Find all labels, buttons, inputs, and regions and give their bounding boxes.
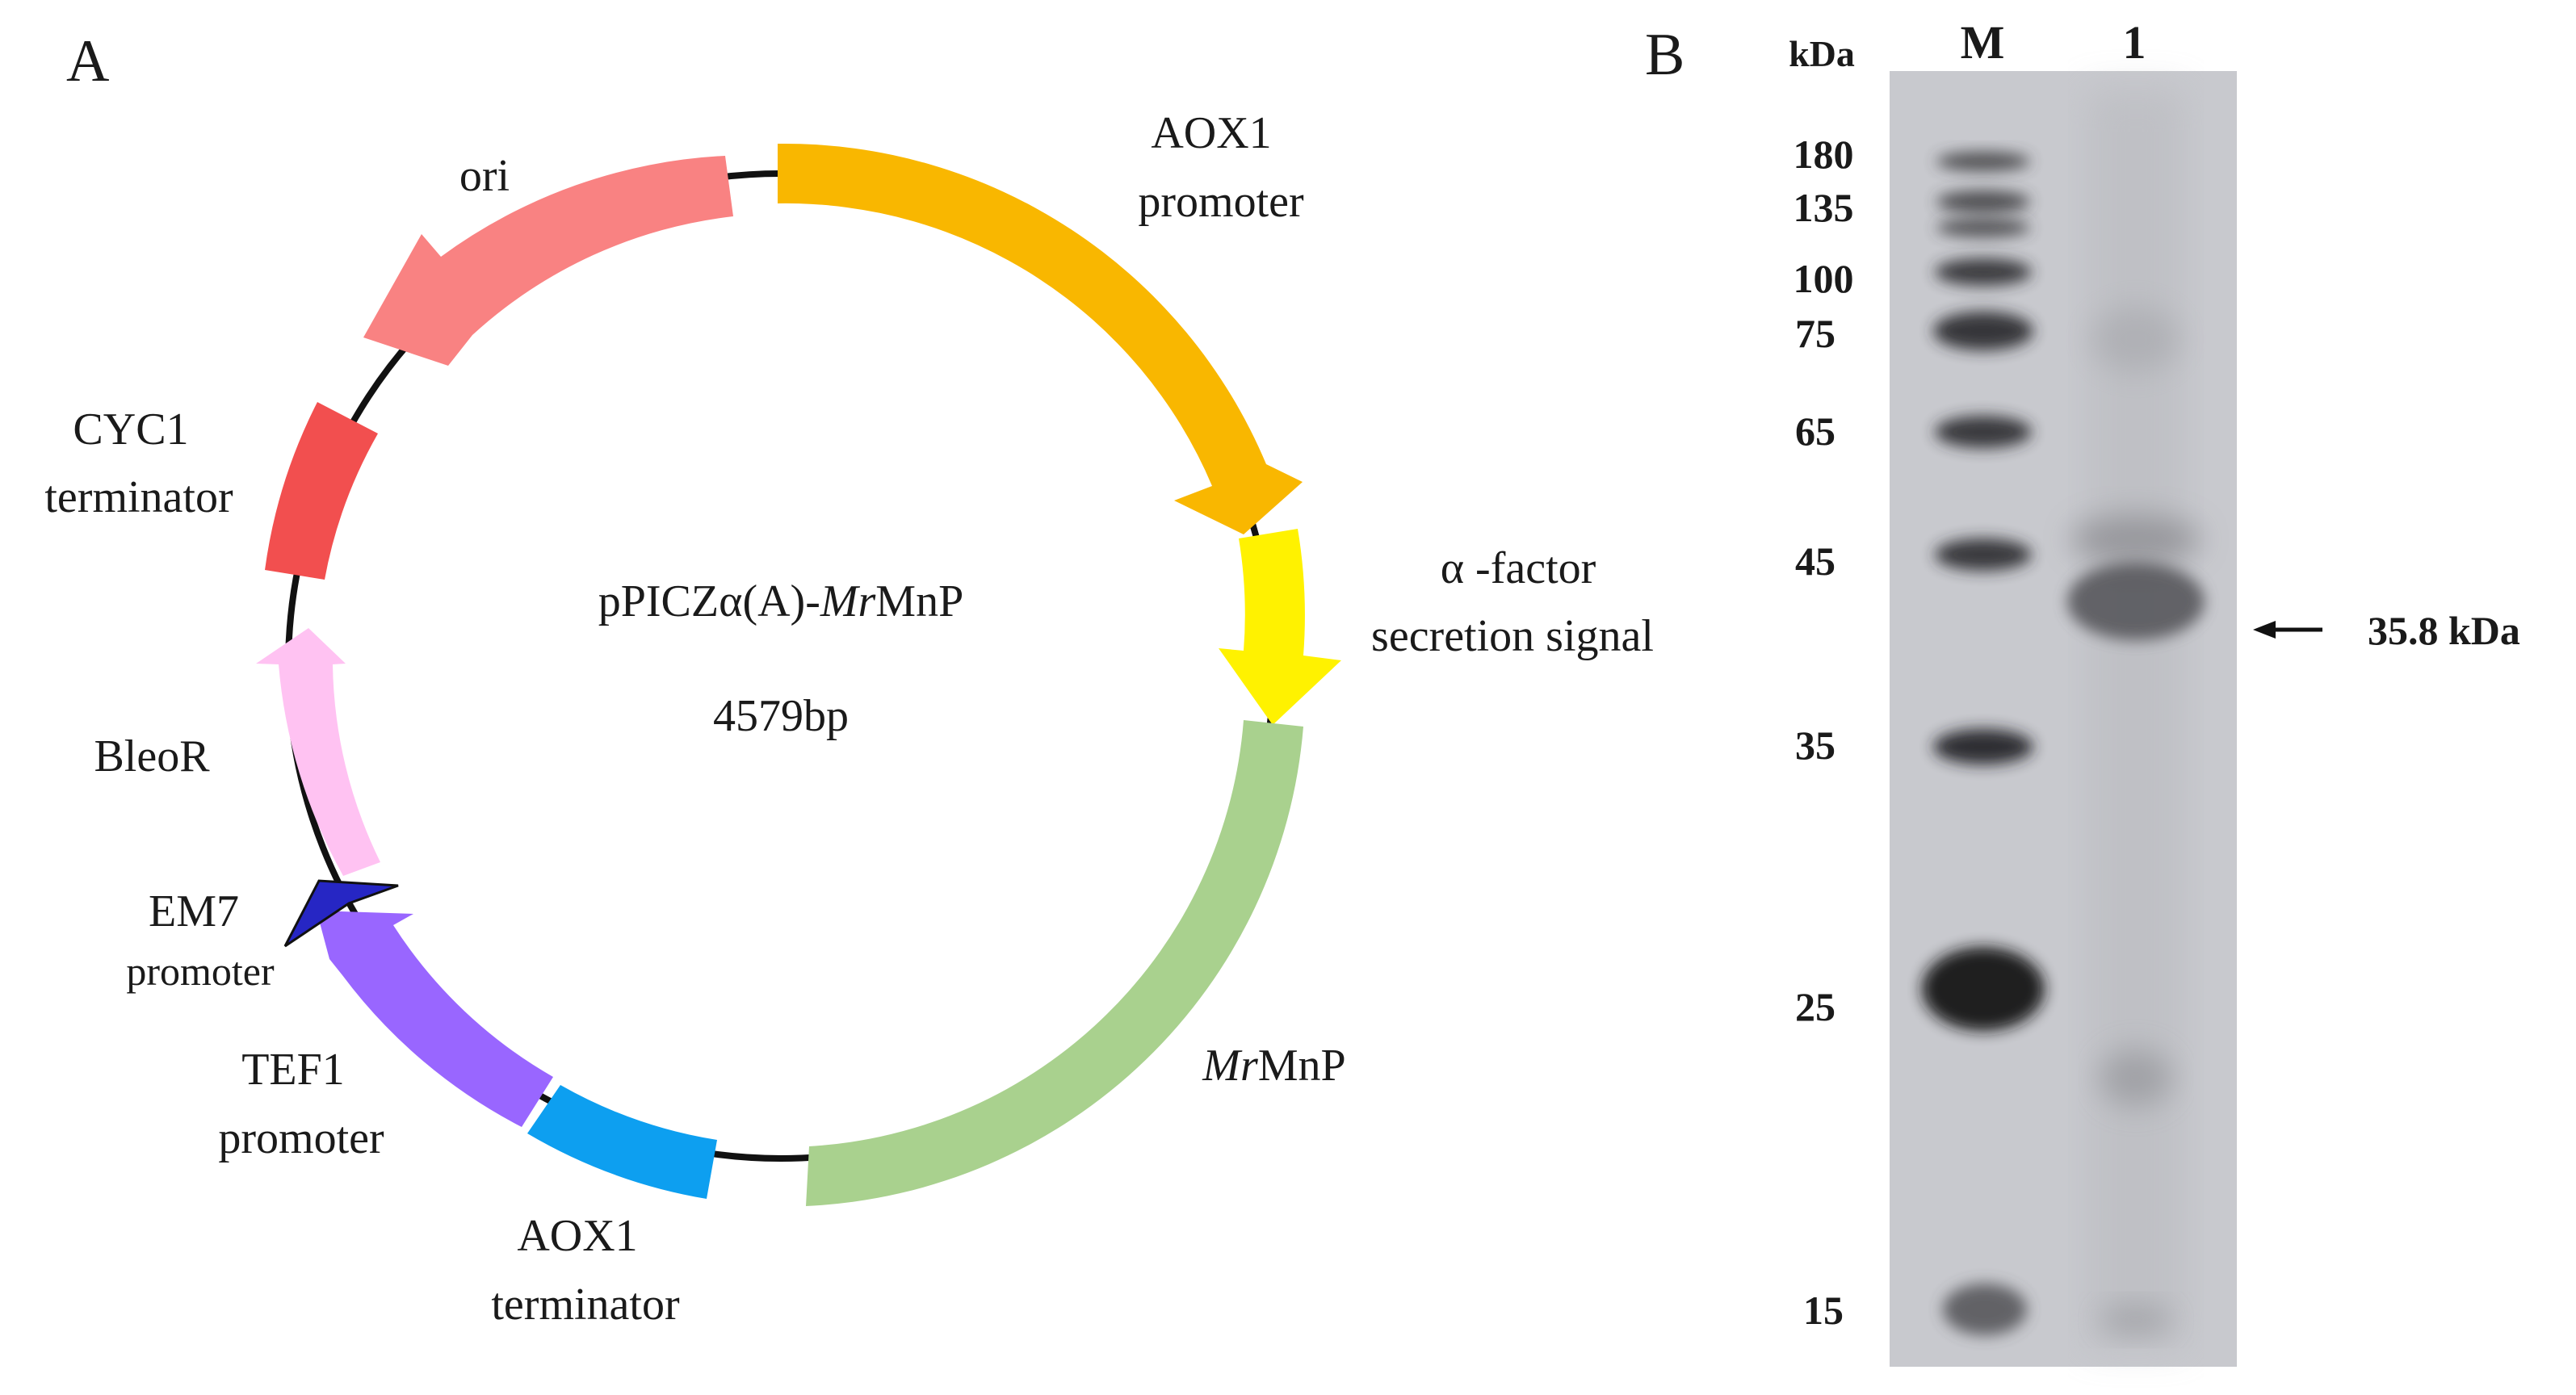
lane-1-smear: [2087, 89, 2184, 1348]
feature-bleor: [256, 628, 380, 876]
feature-aox1-promoter: [778, 143, 1303, 534]
lane-1-band-bottom: [2100, 1307, 2172, 1333]
lane-1-upper-smear: [2091, 307, 2180, 371]
label-ori: ori: [459, 151, 510, 201]
svg-text:CYC1: CYC1: [73, 404, 188, 455]
target-arrow-head: [2253, 621, 2276, 639]
lane-label-m: M: [1961, 16, 2005, 69]
marker-label-180: 180: [1794, 132, 1854, 177]
marker-labels: 180 135 100 75 65 45 35 25 15: [1794, 132, 1854, 1333]
marker-label-15: 15: [1803, 1288, 1844, 1333]
feature-em7-promoter: [283, 879, 399, 948]
feature-aox1-terminator: [527, 1085, 717, 1199]
feature-tef1-promoter: [317, 911, 553, 1127]
lane-1-band-upper: [2071, 515, 2201, 563]
svg-text:promoter: promoter: [1138, 177, 1304, 227]
svg-text:terminator: terminator: [44, 472, 233, 522]
marker-band-75: [1933, 312, 2033, 350]
label-aox1-promoter: AOX1 promoter: [1138, 108, 1304, 227]
svg-text:AOX1: AOX1: [1151, 108, 1271, 158]
plasmid-name: pPICZα(A)-MrMnP: [598, 576, 963, 626]
panel-a-label: A: [66, 28, 109, 94]
svg-text:promoter: promoter: [126, 949, 275, 994]
marker-label-135: 135: [1794, 185, 1854, 230]
feature-mrmnp: [806, 720, 1303, 1206]
svg-text:promoter: promoter: [218, 1113, 384, 1163]
marker-label-35: 35: [1795, 723, 1836, 768]
svg-text:TEF1: TEF1: [241, 1045, 345, 1095]
svg-text:secretion signal: secretion signal: [1371, 611, 1654, 661]
label-alpha-factor: α -factor secretion signal: [1371, 543, 1654, 661]
panel-b: B kDa M 1 180: [1645, 16, 2520, 1367]
marker-band-35: [1933, 729, 2033, 765]
svg-text:AOX1: AOX1: [517, 1211, 637, 1261]
kda-unit-label: kDa: [1789, 33, 1855, 74]
feature-ori: [363, 156, 733, 366]
target-indicator: 35.8 kDa: [2253, 608, 2520, 653]
panel-b-label: B: [1645, 22, 1684, 88]
marker-band-15: [1943, 1284, 2027, 1335]
marker-lane: [1922, 152, 2045, 1335]
feature-cyc1-terminator: [265, 402, 378, 580]
lane-1-target-band: [2067, 563, 2205, 640]
marker-label-100: 100: [1794, 256, 1854, 301]
marker-band-180: [1936, 152, 2030, 171]
sample-lane-1: [2067, 307, 2205, 1333]
marker-band-135: [1936, 191, 2030, 213]
marker-label-45: 45: [1795, 538, 1836, 584]
marker-label-75: 75: [1795, 311, 1836, 356]
marker-band-45: [1935, 538, 2032, 571]
label-mrmnp: MrMnP: [1202, 1041, 1345, 1091]
lane-label-1: 1: [2123, 16, 2146, 69]
feature-alpha-factor: [1219, 529, 1341, 725]
label-cyc1-terminator: CYC1 terminator: [44, 404, 233, 522]
plasmid-size: 4579bp: [713, 691, 849, 741]
label-tef1-promoter: TEF1 promoter: [218, 1045, 384, 1163]
marker-label-25: 25: [1795, 984, 1836, 1029]
marker-band-100: [1935, 258, 2032, 286]
lane-1-band-low: [2100, 1049, 2172, 1106]
marker-band-65: [1935, 416, 2032, 448]
label-aox1-terminator: AOX1 terminator: [491, 1211, 680, 1330]
label-em7-promoter: EM7 promoter: [126, 886, 275, 994]
svg-text:EM7: EM7: [149, 886, 239, 936]
marker-band-25: [1922, 947, 2045, 1031]
svg-text:terminator: terminator: [491, 1280, 680, 1330]
target-size-label: 35.8 kDa: [2368, 608, 2520, 653]
svg-text:α -factor: α -factor: [1441, 543, 1596, 593]
marker-band-extra: [1936, 218, 2030, 237]
panel-a: A pPICZα(A)-MrMnP 4579bp AOX1 promoter: [44, 28, 1654, 1330]
marker-label-65: 65: [1795, 408, 1836, 454]
label-bleor: BleoR: [94, 731, 210, 781]
